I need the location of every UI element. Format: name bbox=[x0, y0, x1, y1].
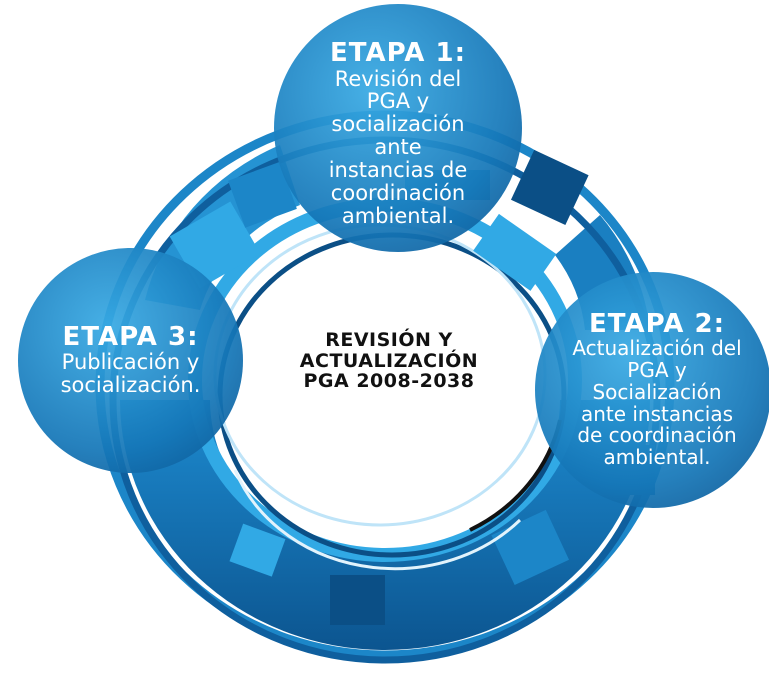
stage-3-bubble: ETAPA 3: Publicación y socialización. bbox=[18, 248, 243, 473]
stage-2-line: ambiental. bbox=[603, 445, 711, 470]
ring-block bbox=[228, 161, 297, 228]
stage-1-line: PGA y bbox=[366, 89, 430, 114]
stage-2-bubble: ETAPA 2: Actualización del PGA y Sociali… bbox=[535, 272, 769, 508]
center-title-line: PGA 2008-2038 bbox=[303, 370, 475, 393]
stage-1-title: ETAPA 1: bbox=[330, 38, 466, 69]
stage-2-title: ETAPA 2: bbox=[589, 308, 725, 339]
center-title-line: ACTUALIZACIÓN bbox=[299, 349, 479, 372]
stage-3-line: socialización. bbox=[60, 373, 201, 398]
stage-2-description: Actualización del PGA y Socialización an… bbox=[572, 336, 742, 470]
ring-light-arc bbox=[233, 469, 522, 571]
ring-block bbox=[473, 213, 557, 291]
stage-2-line: Socialización bbox=[592, 379, 722, 404]
stage-1-line: socialización bbox=[331, 112, 465, 137]
stage-1-description: Revisión del PGA y socialización ante in… bbox=[328, 66, 468, 228]
stage-1-line: ambiental. bbox=[341, 203, 455, 228]
stage-2-line: Actualización del bbox=[572, 336, 742, 361]
stage-1-line: ante bbox=[374, 135, 422, 160]
stage-2-line: de coordinación bbox=[577, 423, 737, 448]
stage-3-line: Publicación y bbox=[61, 350, 200, 375]
ring-lower-band bbox=[120, 400, 650, 650]
stage-1-line: Revisión del bbox=[334, 66, 462, 91]
inner-ring-dark bbox=[217, 232, 567, 558]
ring-block bbox=[229, 523, 286, 577]
stage-1-line: coordinación bbox=[330, 180, 466, 205]
stage-2-line: PGA y bbox=[627, 358, 687, 383]
stage-1-line: instancias de bbox=[328, 158, 468, 183]
ring-block bbox=[330, 575, 385, 625]
center-title-line: REVISIÓN Y bbox=[325, 329, 453, 351]
center-title: REVISIÓN Y ACTUALIZACIÓN PGA 2008-2038 bbox=[260, 330, 518, 392]
stage-1-bubble: ETAPA 1: Revisión del PGA y socializació… bbox=[274, 4, 522, 252]
ring-block bbox=[510, 149, 589, 226]
stage-2-line: ante instancias bbox=[580, 401, 734, 426]
stage-3-title: ETAPA 3: bbox=[62, 321, 199, 352]
stage-3-description: Publicación y socialización. bbox=[61, 351, 201, 397]
